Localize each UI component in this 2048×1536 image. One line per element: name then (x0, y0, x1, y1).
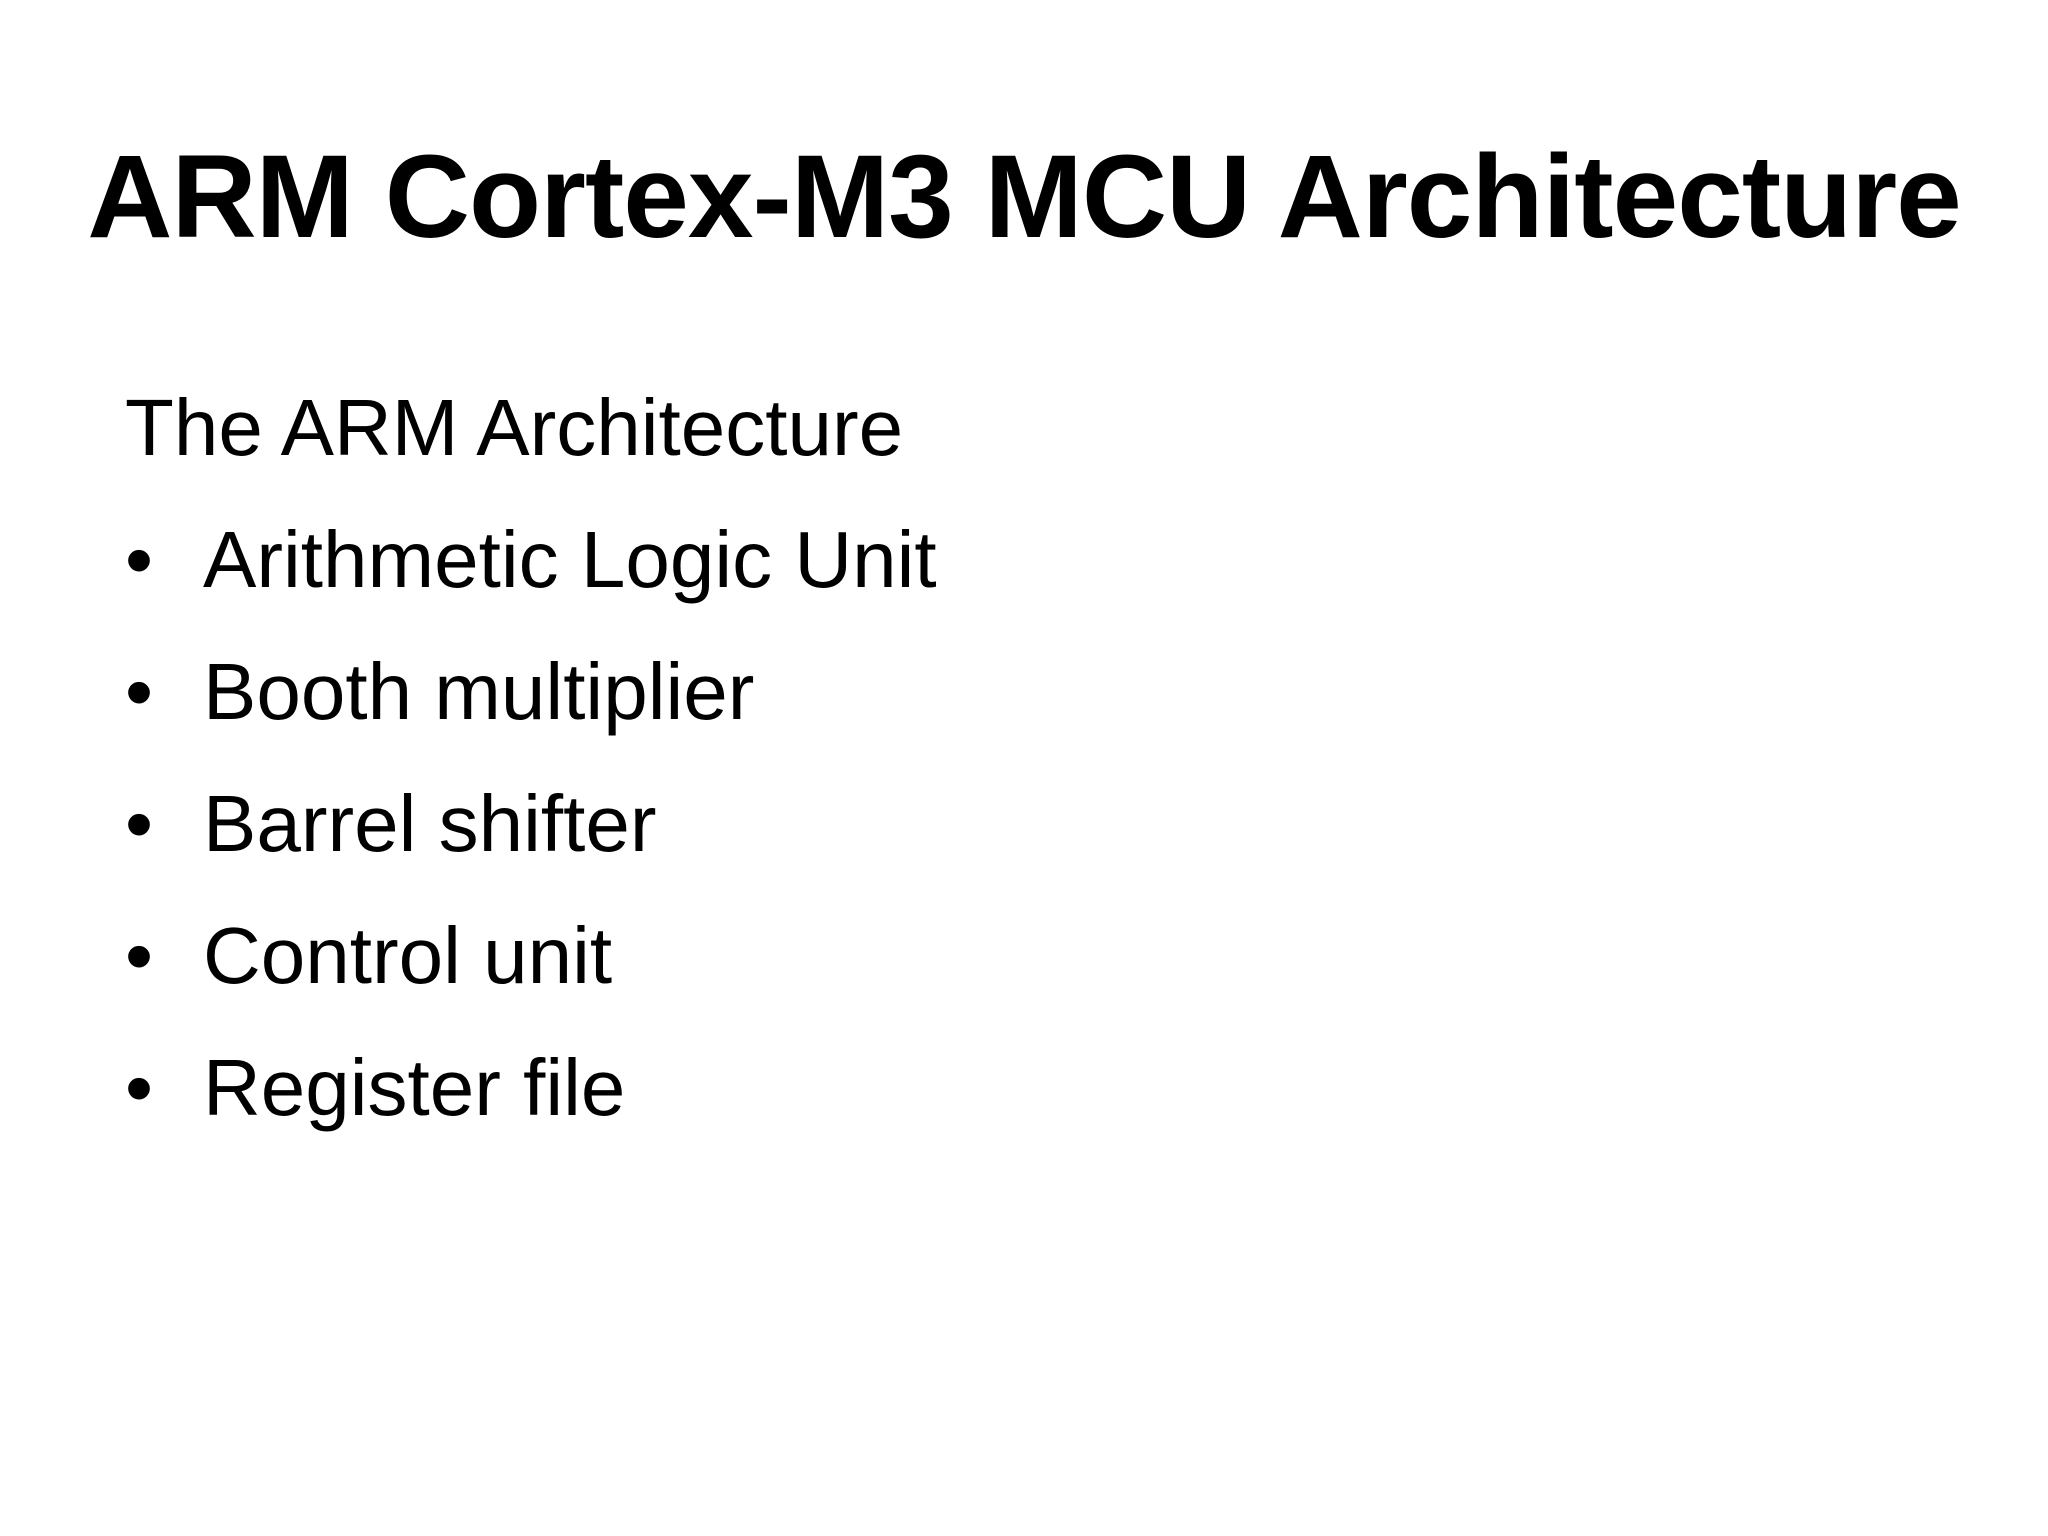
list-item-text: Barrel shifter (203, 779, 657, 868)
bullet-icon: • (125, 515, 154, 604)
list-item-text: Arithmetic Logic Unit (203, 515, 937, 604)
bullet-icon: • (125, 779, 154, 868)
bullet-icon: • (125, 647, 154, 736)
list-item: • Arithmetic Logic Unit (125, 512, 1925, 608)
bullet-icon: • (125, 911, 154, 1000)
bullet-icon: • (125, 1043, 154, 1132)
list-item: • Control unit (125, 908, 1925, 1004)
list-item-text: Control unit (203, 911, 613, 1000)
section-heading: The ARM Architecture (125, 383, 904, 472)
list-item-text: Booth multiplier (203, 647, 755, 736)
list-item-text: Register file (203, 1043, 626, 1132)
bullet-list: • Arithmetic Logic Unit • Booth multipli… (125, 512, 1925, 1136)
list-item: • Barrel shifter (125, 776, 1925, 872)
list-item: • Register file (125, 1040, 1925, 1136)
slide-title: ARM Cortex-M3 MCU Architecture (87, 131, 1962, 263)
list-item: • Booth multiplier (125, 644, 1925, 740)
slide-body: The ARM Architecture • Arithmetic Logic … (125, 380, 1925, 1136)
